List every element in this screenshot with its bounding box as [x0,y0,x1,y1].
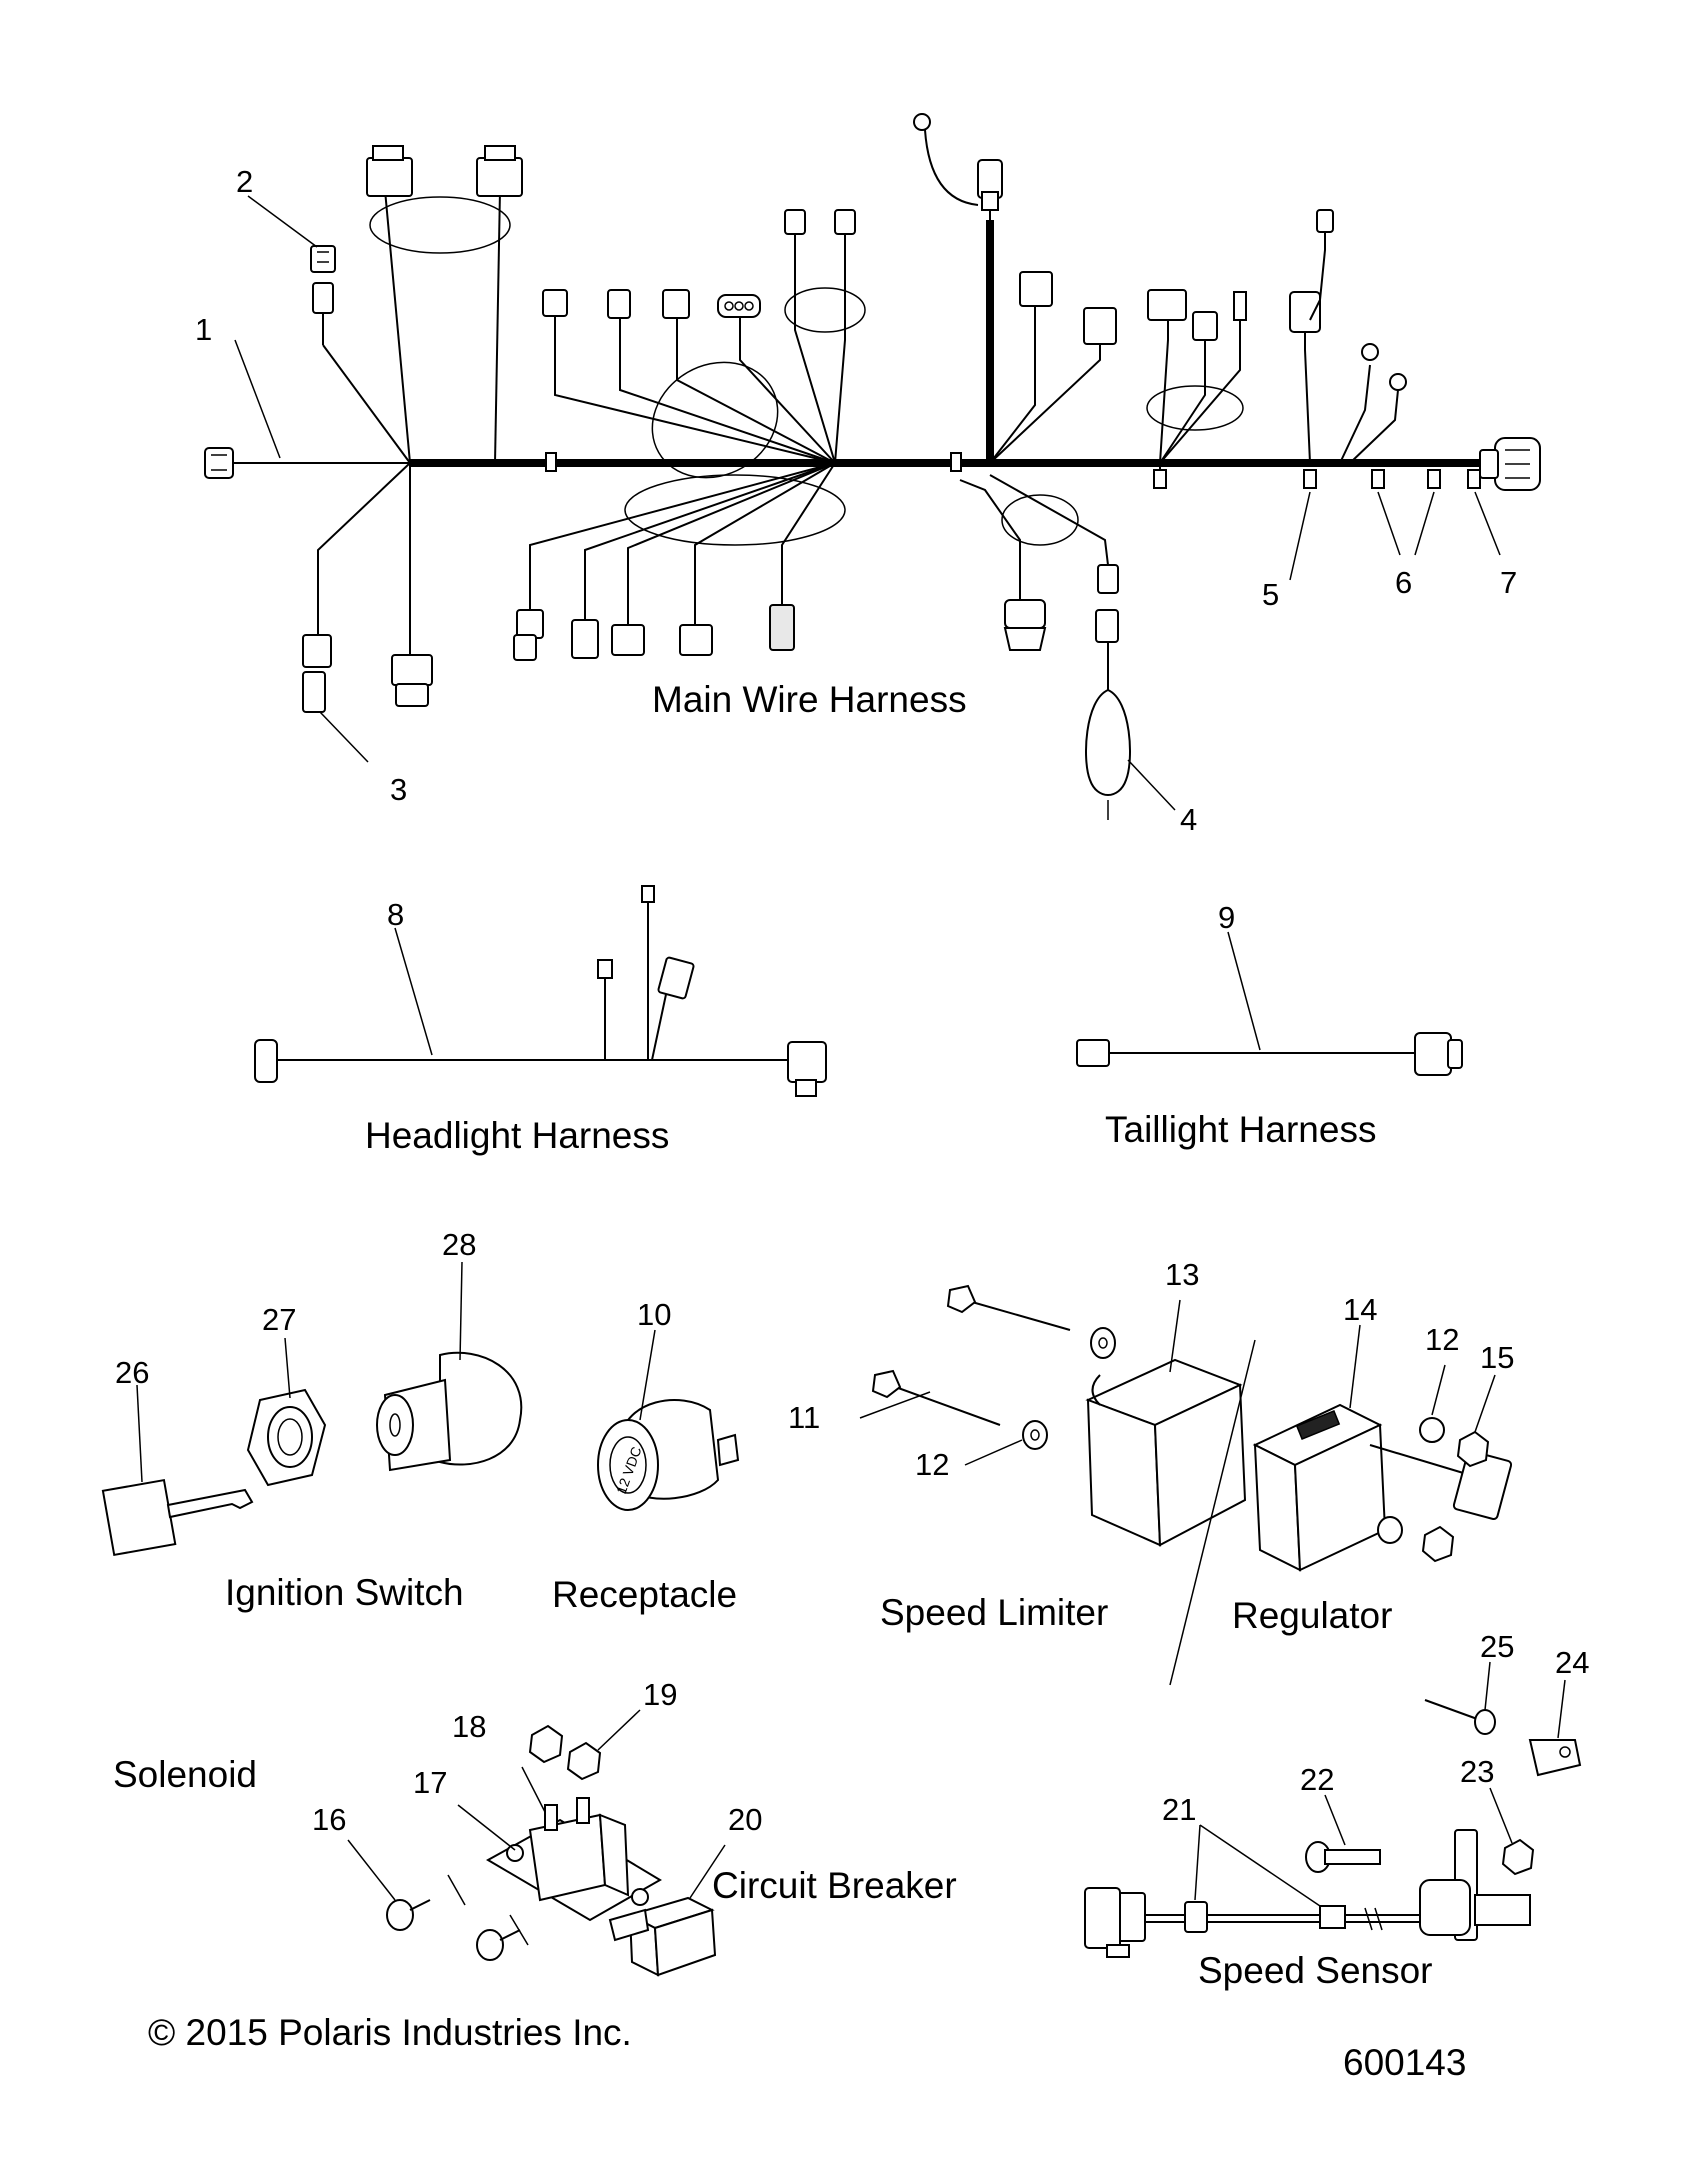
title-receptacle: Receptacle [552,1574,737,1615]
callout-20: 20 [728,1802,762,1837]
callout-12-right: 12 [1425,1322,1459,1357]
callout-19: 19 [643,1677,677,1712]
circuit-breaker-part [608,1844,726,1977]
ignition-switch-body [439,1351,523,1466]
callout-1: 1 [195,312,212,347]
connector-2-lower [312,282,334,314]
title-speed-sensor: Speed Sensor [1198,1950,1433,1991]
callout-26: 26 [115,1355,149,1390]
left-end-connector [204,447,234,479]
callout-2: 2 [236,164,253,199]
callout-10: 10 [637,1297,671,1332]
callout-15: 15 [1480,1340,1514,1375]
title-circuit-breaker: Circuit Breaker [712,1865,957,1906]
ignition-switch-parts [101,1261,523,1557]
callout-12-left: 12 [915,1447,949,1482]
receptacle-part: 12 VDC [597,1329,740,1511]
connector-3-upper [302,634,332,668]
taillight-harness [1076,931,1463,1076]
callout-13: 13 [1165,1257,1199,1292]
title-solenoid: Solenoid [113,1754,257,1795]
figure-number: 600143 [1343,2042,1466,2083]
connector-3-lower [302,671,326,713]
callout-14: 14 [1343,1292,1377,1327]
callout-23: 23 [1460,1754,1494,1789]
title-main-wire-harness: Main Wire Harness [652,679,967,720]
callout-18: 18 [452,1709,486,1744]
callout-17: 17 [413,1765,447,1800]
callout-9: 9 [1218,900,1235,935]
regulator-parts [1252,1324,1513,1572]
callout-25: 25 [1480,1629,1514,1664]
sensor-bulb [1085,688,1131,796]
round-connector [1003,627,1047,651]
title-headlight-harness: Headlight Harness [365,1115,669,1156]
callout-24: 24 [1555,1645,1589,1680]
receptacle-socket-icon [597,1419,659,1511]
connector-2-upper [310,245,336,273]
solenoid-parts [347,1709,662,1961]
callout-22: 22 [1300,1762,1334,1797]
callout-11: 11 [788,1400,820,1435]
speed-limiter-parts [859,1284,1247,1547]
callout-28: 28 [442,1227,476,1262]
title-ignition-switch: Ignition Switch [225,1572,464,1613]
callout-5: 5 [1262,577,1279,612]
title-speed-limiter: Speed Limiter [880,1592,1108,1633]
callout-21: 21 [1162,1792,1196,1827]
title-taillight-harness: Taillight Harness [1105,1109,1376,1150]
headlight-harness [254,885,827,1097]
callout-8: 8 [387,897,404,932]
main-wire-harness [204,113,1541,820]
callout-7: 7 [1500,565,1517,600]
copyright-notice: © 2015 Polaris Industries Inc. [148,2012,632,2053]
speed-sensor-parts [1084,1661,1582,1958]
callout-3: 3 [390,772,407,807]
callout-16: 16 [312,1802,346,1837]
ignition-key-icon [101,1478,177,1557]
callout-4: 4 [1180,802,1197,837]
title-regulator: Regulator [1232,1595,1392,1636]
callout-6: 6 [1395,565,1412,600]
callout-27: 27 [262,1302,296,1337]
